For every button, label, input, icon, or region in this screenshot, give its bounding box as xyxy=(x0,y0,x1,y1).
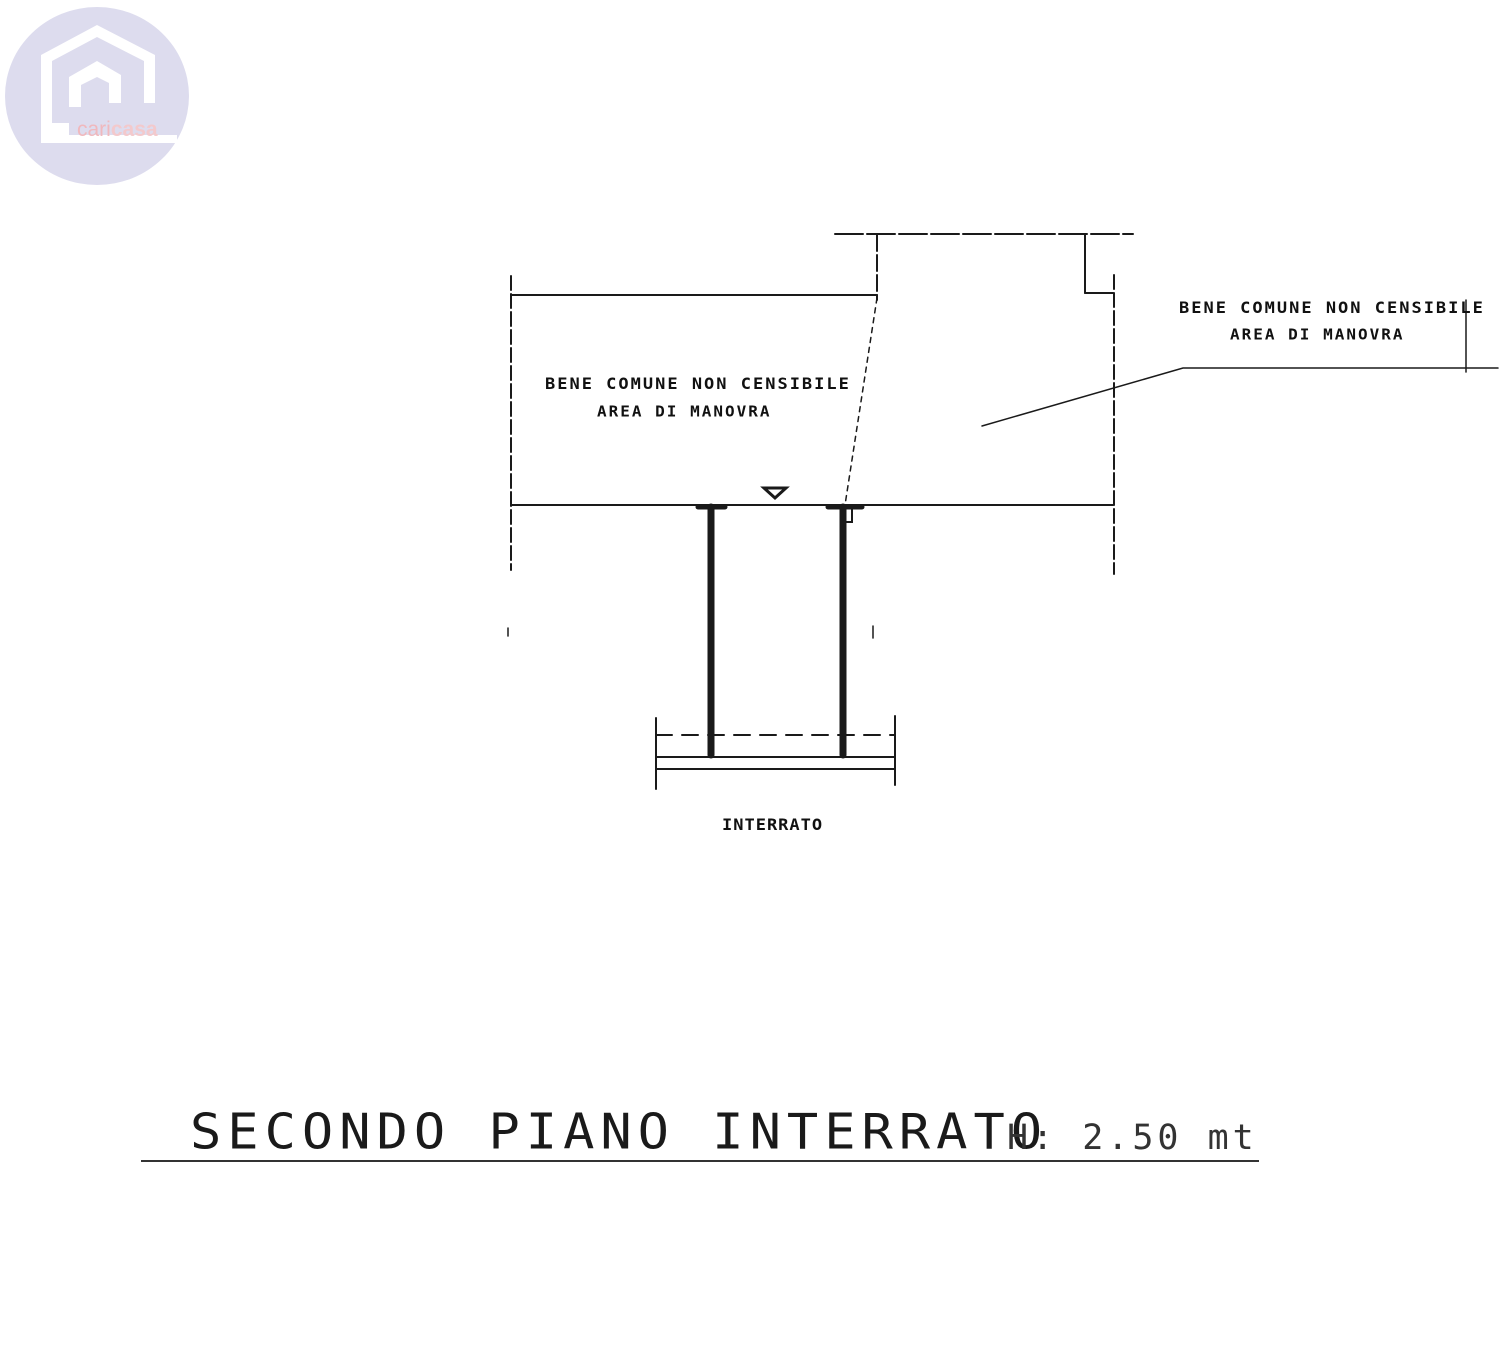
right-area-label-line1: BENE COMUNE NON CENSIBILE xyxy=(1179,298,1485,318)
small-column xyxy=(840,507,853,523)
left-area-label-line2: AREA DI MANOVRA xyxy=(597,402,772,421)
arrow-marker xyxy=(760,486,790,501)
section-label: INTERRATO xyxy=(722,815,824,835)
height-label: H: 2.50 mt xyxy=(1007,1118,1258,1158)
right-area-label-line2: AREA DI MANOVRA xyxy=(1230,325,1405,344)
caricasa-logo: caricasa xyxy=(5,7,189,185)
house-icon xyxy=(41,25,177,143)
label-leader-line xyxy=(981,367,1499,427)
logo-wordmark: caricasa xyxy=(77,118,158,141)
plan-title: SECONDO PIANO INTERRATO xyxy=(190,1104,1049,1161)
title-underline xyxy=(141,1160,1259,1162)
left-area-label-line1: BENE COMUNE NON CENSIBILE xyxy=(545,374,851,394)
diagonal-dashed-line xyxy=(844,297,878,506)
